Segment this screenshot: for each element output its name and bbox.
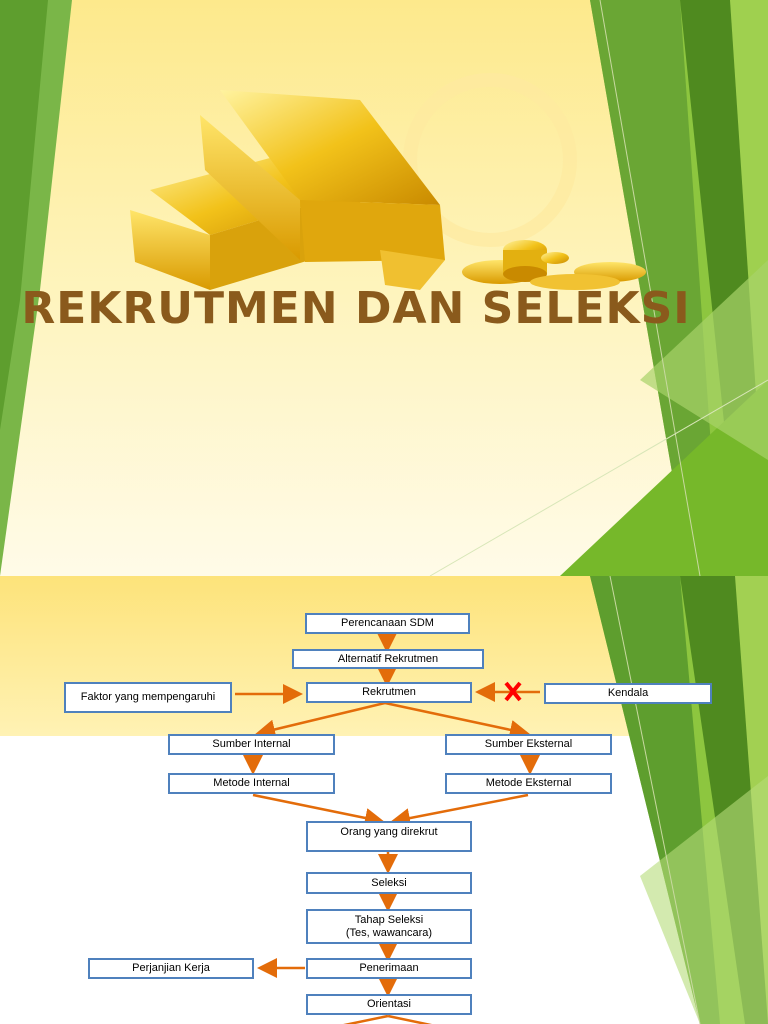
flowchart-slide: Perencanaan SDM Alternatif Rekrutmen Fak… [0, 576, 768, 1024]
box-faktor-yang-mempengaruhi: Faktor yang mempengaruhi [64, 682, 232, 713]
box-kendala: Kendala [544, 683, 712, 704]
slide-background-decoration [0, 0, 768, 576]
arrow-orientasi-out-right [387, 1014, 433, 1024]
box-metode-eksternal: Metode Eksternal [445, 773, 612, 794]
box-tahap-seleksi: Tahap Seleksi (Tes, wawancara) [306, 909, 472, 944]
box-sumber-eksternal: Sumber Eksternal [445, 734, 612, 755]
box-orang-yang-direkrut: Orang yang direkrut [306, 821, 472, 852]
block-cross-icon [504, 681, 522, 702]
arrow-rekrutmen-sumber-internal [255, 701, 386, 740]
box-perencanaan-sdm: Perencanaan SDM [305, 613, 470, 634]
arrow-metode-internal-orang [252, 793, 385, 828]
box-rekrutmen: Rekrutmen [306, 682, 472, 703]
box-metode-internal: Metode Internal [168, 773, 335, 794]
flowchart-arrows [235, 633, 540, 1024]
box-sumber-internal: Sumber Internal [168, 734, 335, 755]
arrow-rekrutmen-sumber-eksternal [384, 701, 530, 740]
box-perjanjian-kerja: Perjanjian Kerja [88, 958, 254, 979]
title-slide: REKRUTMEN DAN SELEKSI [0, 0, 768, 576]
arrow-orientasi-out-left [343, 1014, 389, 1024]
gold-bars-and-coins-icon [130, 90, 646, 290]
box-seleksi: Seleksi [306, 872, 472, 894]
box-orientasi: Orientasi [306, 994, 472, 1015]
slide-title: REKRUTMEN DAN SELEKSI [21, 283, 691, 334]
arrow-metode-eksternal-orang [390, 793, 529, 828]
box-alternatif-rekrutmen: Alternatif Rekrutmen [292, 649, 484, 669]
box-penerimaan: Penerimaan [306, 958, 472, 979]
